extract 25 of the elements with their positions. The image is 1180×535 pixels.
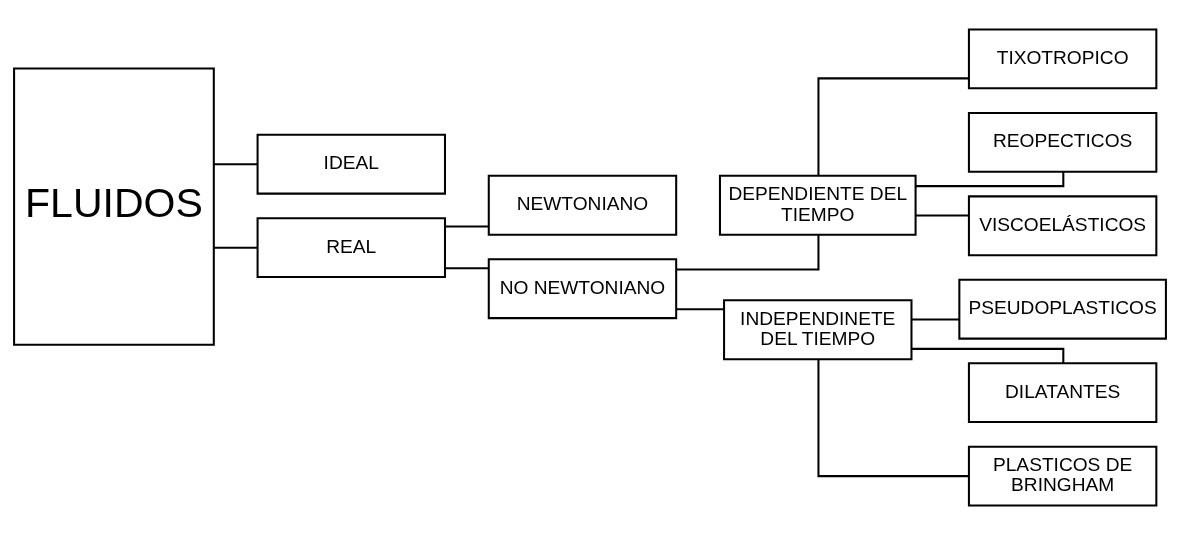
node-box: PLASTICOS DE BRINGHAM	[967, 445, 1158, 507]
node-box: PSEUDOPLASTICOS	[958, 278, 1167, 340]
connector	[213, 163, 258, 166]
node-box: REAL	[256, 217, 446, 279]
node-box: IDEAL	[256, 133, 446, 195]
node-box: TIXOTROPICO	[967, 28, 1158, 90]
connector	[911, 347, 1065, 364]
connector	[911, 318, 960, 321]
node-box: NEWTONIANO	[487, 174, 678, 236]
node-box: DILATANTES	[967, 362, 1158, 424]
node-box: REOPECTICOS	[967, 111, 1158, 173]
connector	[676, 234, 820, 271]
connector	[915, 214, 969, 217]
node-box: INDEPENDINETE DEL TIEMPO	[723, 299, 913, 361]
node-box: DEPENDIENTE DEL TIEMPO	[718, 174, 917, 236]
connector	[445, 225, 489, 228]
connector	[676, 308, 724, 311]
connector	[817, 359, 969, 478]
connector	[915, 171, 1065, 188]
node-box: NO NEWTONIANO	[487, 258, 678, 320]
node-box: VISCOELÁSTICOS	[967, 195, 1158, 257]
node-box: FLUIDOS	[13, 67, 215, 346]
connector	[213, 246, 258, 249]
connector	[817, 77, 969, 176]
connector	[445, 267, 489, 270]
